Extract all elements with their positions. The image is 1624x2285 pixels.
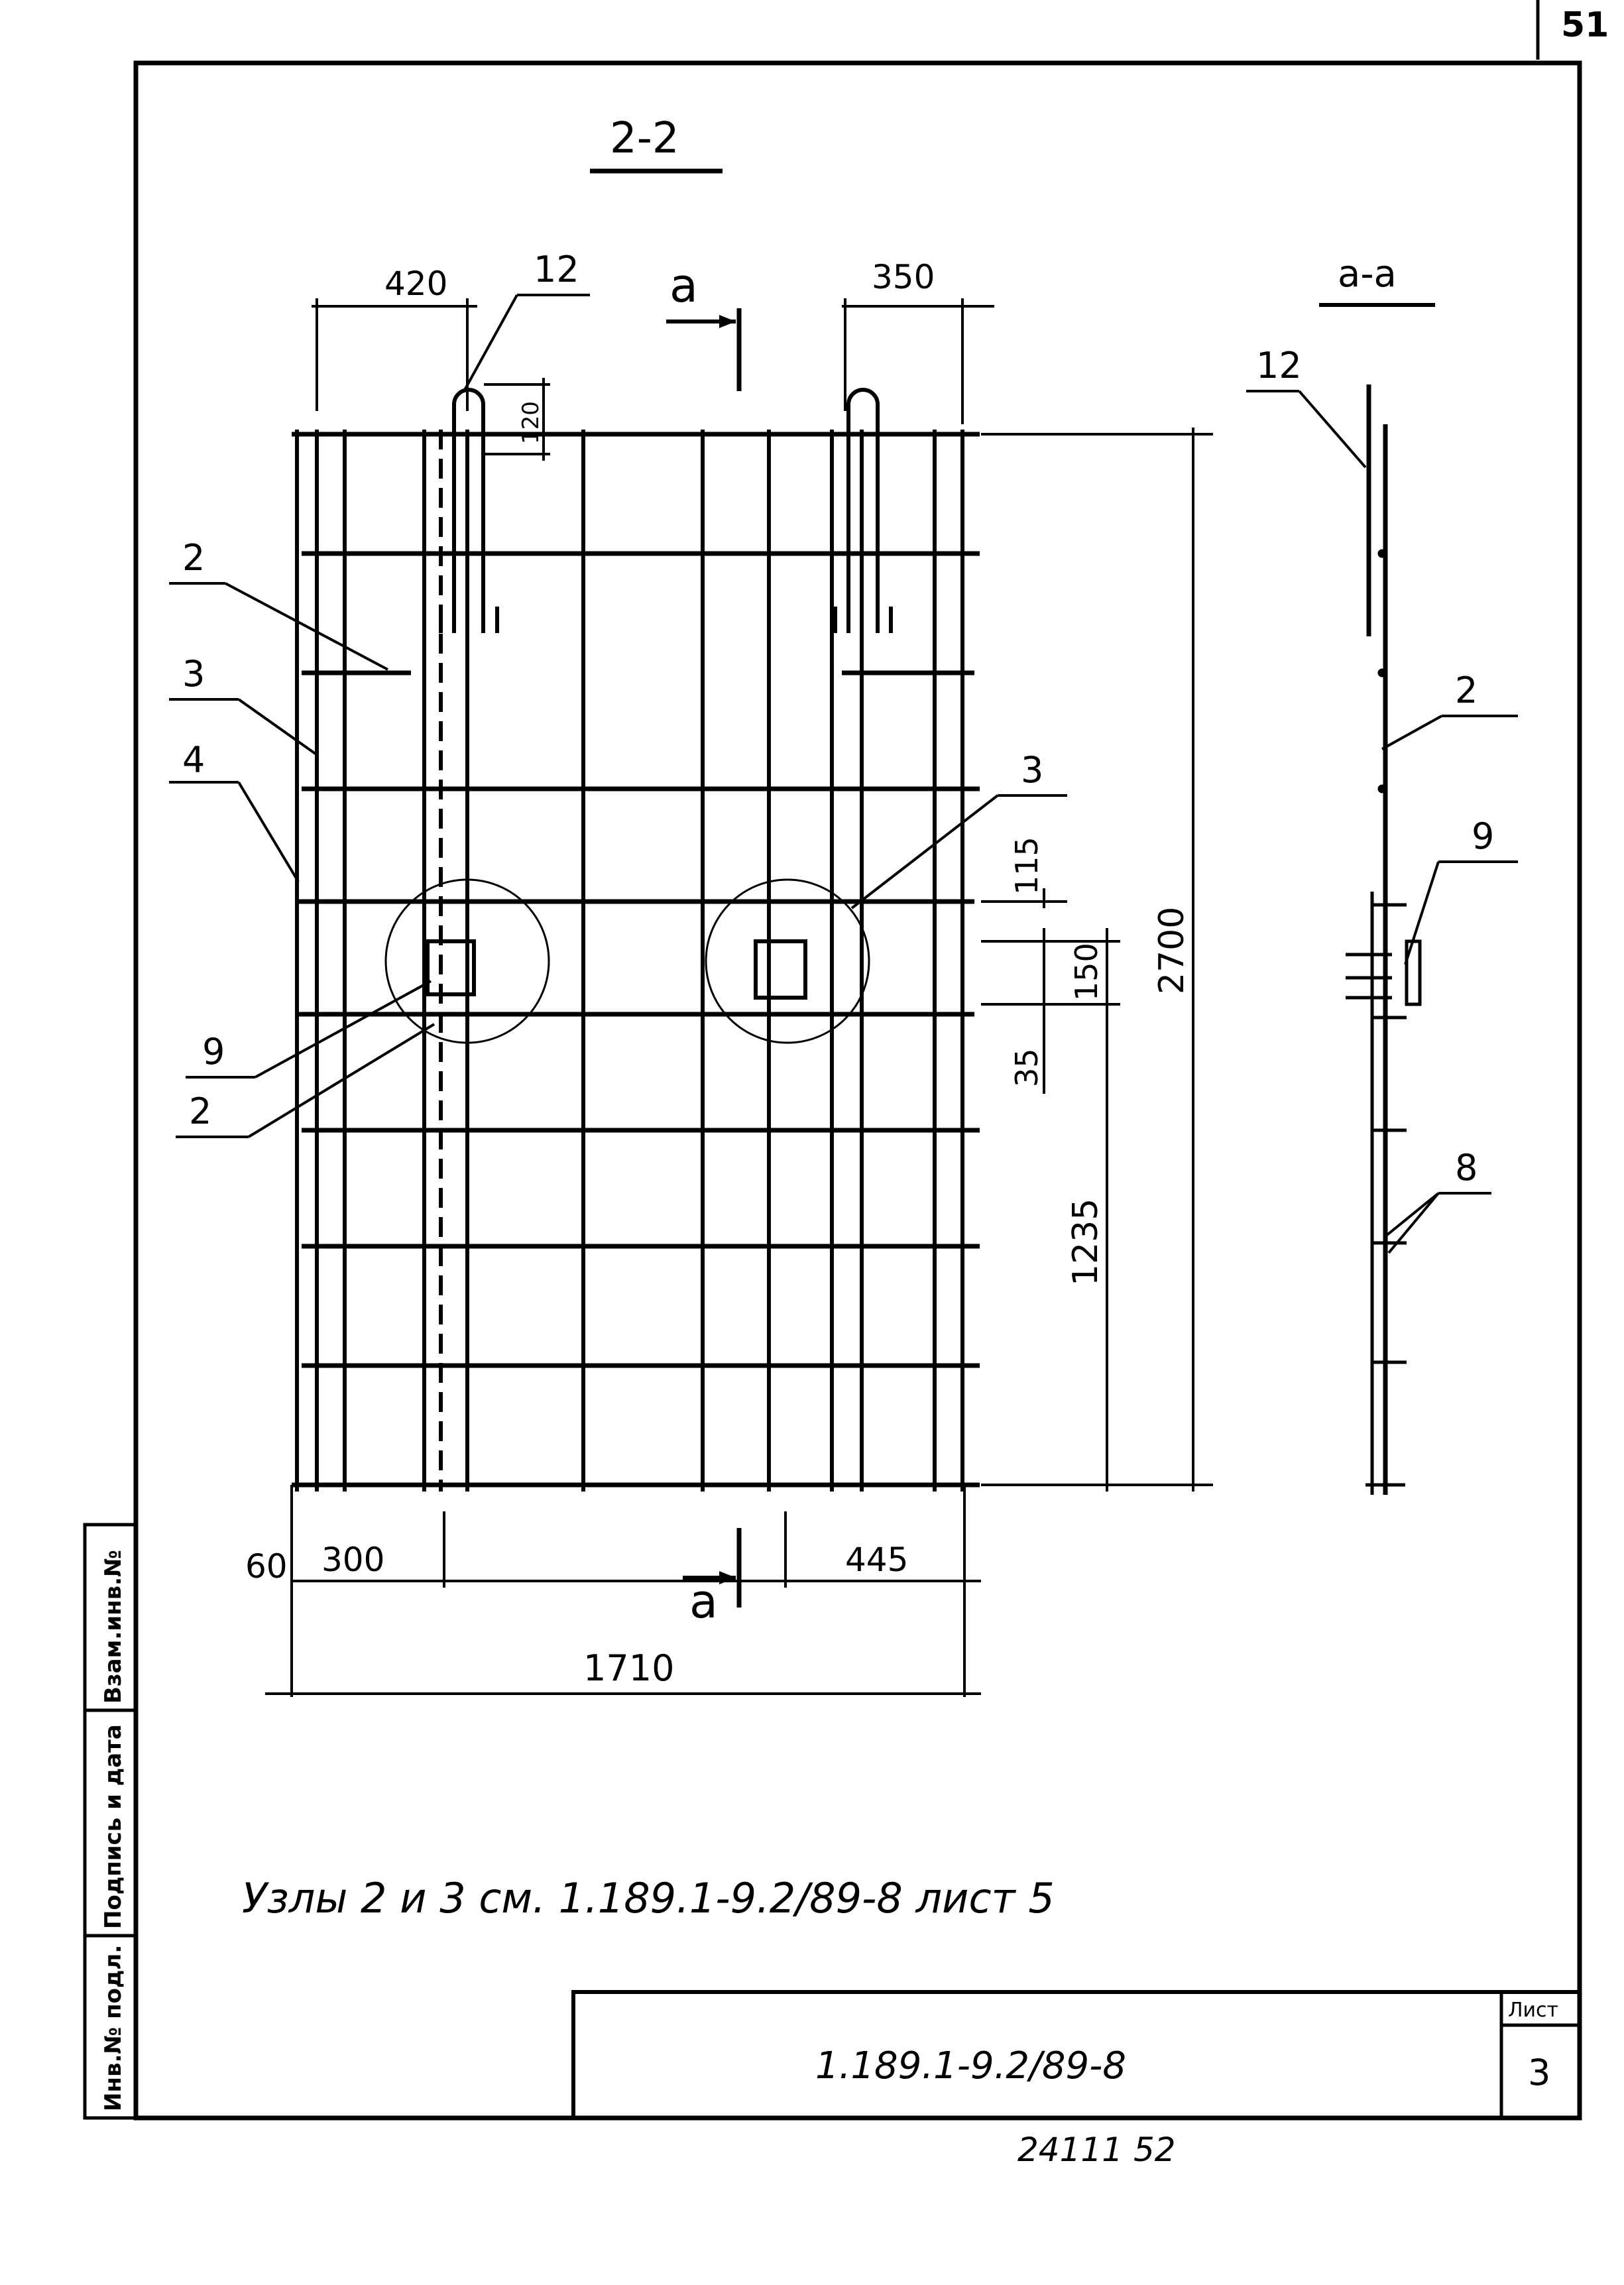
sheet-value: 3	[1528, 2052, 1550, 2093]
document-code: 1.189.1-9.2/89-8	[815, 2044, 1126, 2087]
svg-text:a: a	[689, 1574, 718, 1629]
dimension-texts: 420 350 120 115 150 35 1235 2700 60 300 …	[245, 258, 1192, 1689]
sheet-number: 51	[1561, 5, 1609, 45]
dim-35: 35	[1009, 1048, 1045, 1087]
callouts: 12 2 3 4 9 2 3 12 2 9 8	[169, 249, 1518, 1254]
title-block: 1.189.1-9.2/89-8 Лист 3	[571, 1990, 1582, 2120]
dim-1235: 1235	[1066, 1199, 1106, 1286]
callout-9-left: 9	[202, 1031, 225, 1073]
dim-120: 120	[518, 401, 544, 444]
side-callout-9: 9	[1472, 815, 1494, 857]
section-title-a-a: a-a	[1319, 253, 1435, 307]
sheet-number-box: 51	[1536, 0, 1609, 60]
node-circle-right	[705, 878, 870, 1044]
cage-elevation	[292, 388, 980, 1492]
drawing-frame	[133, 60, 1582, 2121]
svg-text:2-2: 2-2	[610, 114, 679, 163]
dim-150: 150	[1069, 943, 1104, 1001]
stamp-signature-date: Подпись и дата	[100, 1724, 127, 1929]
vertical-bars	[295, 430, 964, 1492]
dim-60: 60	[245, 1547, 288, 1586]
side-view	[1346, 384, 1422, 1495]
callout-2-upper: 2	[182, 537, 205, 579]
dimension-lines	[265, 298, 1213, 1697]
dim-445: 445	[845, 1541, 908, 1579]
stamp-inv-original: Инв.№ подл.	[100, 1945, 127, 2111]
embedded-plate-left	[426, 939, 476, 996]
lifting-loop-right	[833, 388, 893, 633]
dim-1710: 1710	[583, 1647, 674, 1689]
footer-number: 24111 52	[1017, 2131, 1176, 2169]
horizontal-bars	[292, 432, 980, 1488]
svg-text:a-a: a-a	[1338, 253, 1397, 296]
sheet-label: Лист	[1508, 1999, 1558, 2022]
dim-2700: 2700	[1152, 907, 1192, 994]
cut-marker-bottom: a	[683, 1528, 742, 1629]
dim-300: 300	[321, 1541, 384, 1579]
callout-4-left: 4	[182, 739, 205, 781]
callout-3-left: 3	[182, 653, 205, 695]
callout-12: 12	[534, 249, 579, 290]
side-callout-8: 8	[1455, 1147, 1478, 1189]
left-stamp-strip: Взам.инв.№ Подпись и дата Инв.№ подл.	[83, 1523, 138, 2120]
stamp-replaced-inv: Взам.инв.№	[100, 1550, 127, 1704]
side-callout-2: 2	[1455, 670, 1478, 711]
svg-text:a: a	[669, 259, 698, 313]
side-callout-12: 12	[1256, 345, 1302, 386]
cut-marker-top: a	[666, 259, 742, 391]
dim-420: 420	[384, 264, 447, 303]
note-nodes: Узлы 2 и 3 см. 1.189.1-9.2/89-8 лист 5	[242, 1874, 1055, 1922]
node-circle-left	[384, 878, 550, 1044]
dim-115: 115	[1009, 837, 1045, 895]
callout-2-lower: 2	[189, 1090, 211, 1132]
embedded-plate-right	[754, 939, 807, 1000]
section-title-2-2: 2-2	[590, 114, 723, 174]
dim-350: 350	[872, 258, 935, 296]
callout-3-right: 3	[1021, 749, 1043, 791]
